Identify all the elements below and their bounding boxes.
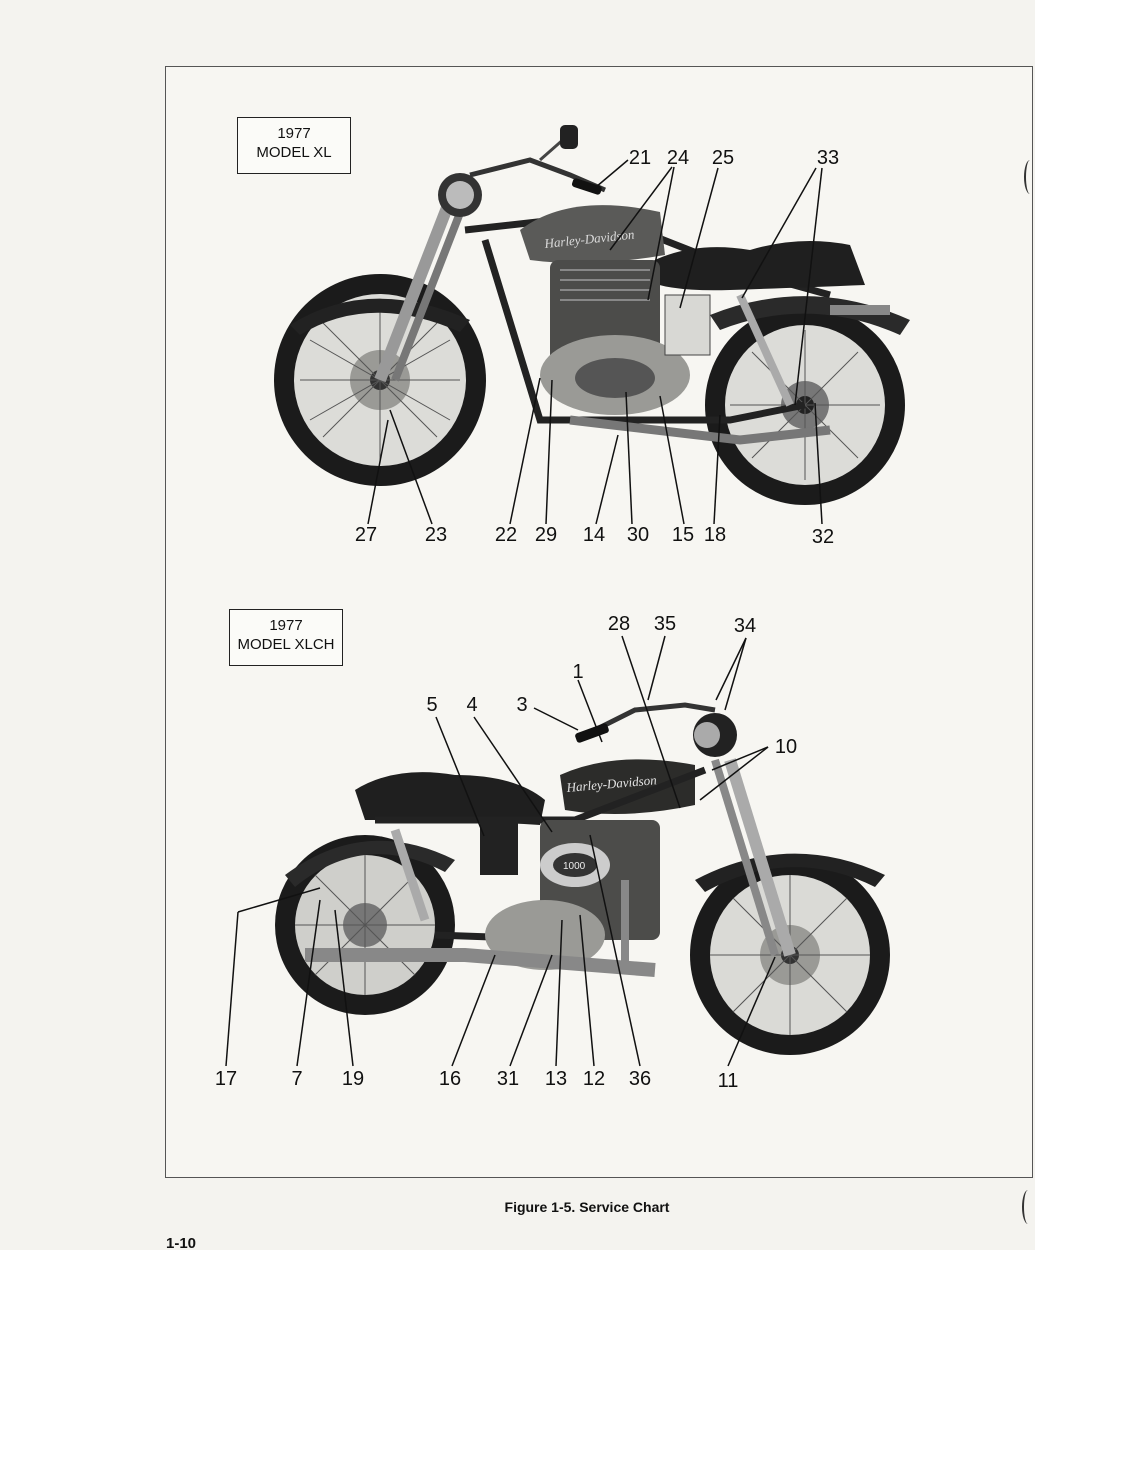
callout-14: 14 [582,524,606,546]
callout-7: 7 [291,1068,303,1090]
page-number: 1-10 [166,1235,197,1252]
callout-29: 29 [534,524,558,546]
callout-28: 28 [607,613,631,635]
callout-11: 11 [717,1070,739,1092]
binding-edge-mark [1022,1190,1034,1224]
callout-34: 34 [733,615,757,637]
callout-5: 5 [426,694,438,716]
callout-3: 3 [516,694,528,716]
callout-18: 18 [703,524,727,546]
callout-25: 25 [711,147,735,169]
callout-36: 36 [628,1068,652,1090]
motorcycle-xl-photo: Harley-Davidson [274,125,910,505]
callout-24: 24 [666,147,690,169]
callout-19: 19 [341,1068,365,1090]
motorcycle-xlch-photo: Harley-Davidson 1000 [275,702,890,1055]
model-year: 1977 [269,617,303,634]
callout-30: 30 [626,524,650,546]
callout-35: 35 [653,613,677,635]
callout-31: 31 [496,1068,520,1090]
callout-16: 16 [438,1068,462,1090]
model-name: MODEL XL [256,144,332,161]
callout-1: 1 [572,661,584,683]
callout-23: 23 [424,524,448,546]
callout-32: 32 [811,526,835,548]
callout-4: 4 [466,694,478,716]
model-year: 1977 [277,125,311,142]
callout-33: 33 [816,147,840,169]
callout-10: 10 [774,736,798,758]
binding-edge-mark [1024,160,1036,194]
callout-27: 27 [354,524,378,546]
figure-caption-text: Figure 1-5. Service Chart [504,1199,670,1215]
model-label-xl: 1977 MODEL XL [237,117,351,174]
callout-17: 17 [214,1068,238,1090]
callout-13: 13 [544,1068,568,1090]
model-name: MODEL XLCH [237,636,335,653]
callout-22: 22 [494,524,518,546]
svg-text:1000: 1000 [563,861,586,872]
callout-12: 12 [582,1068,606,1090]
model-label-xlch: 1977 MODEL XLCH [229,609,343,666]
callout-15: 15 [671,524,695,546]
callout-21: 21 [628,147,652,169]
figure-caption: Figure 1-5. Service Chart [0,1199,1132,1215]
